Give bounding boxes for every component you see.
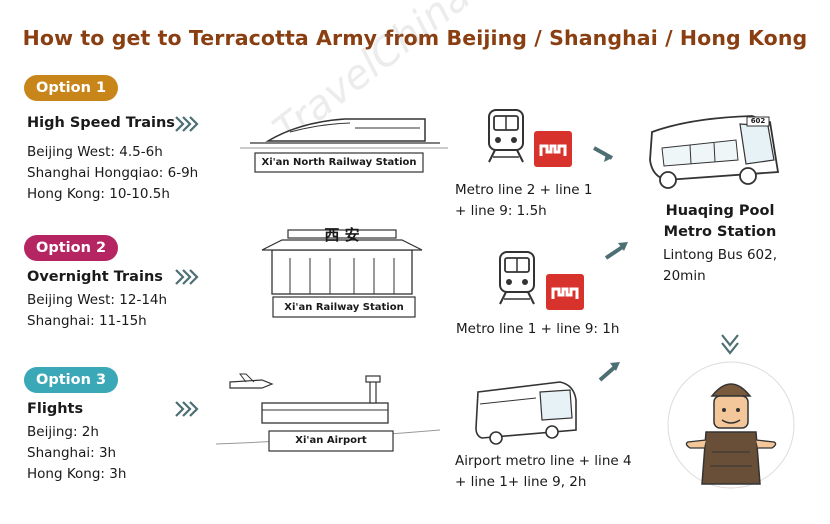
terracotta-warrior-icon	[667, 361, 795, 489]
option-2-line-1: Beijing West: 12-14h	[27, 292, 168, 308]
option-3-line-2: Shanghai: 3h	[27, 445, 117, 461]
option-2-badge: Option 2	[24, 235, 119, 261]
bus-number-sign: 602	[750, 117, 766, 125]
destination-bus-line-2: 20min	[663, 268, 706, 284]
high-speed-train-icon	[240, 118, 448, 149]
option-1-line-2: Shanghai Hongqiao: 6-9h	[27, 165, 199, 181]
destination-bus-line-1: Lintong Bus 602,	[663, 247, 777, 263]
transfer-option-2-line-1: Metro line 1 + line 9: 1h	[456, 321, 620, 337]
option-3-line-1: Beijing: 2h	[27, 424, 99, 440]
page-title: How to get to Terracotta Army from Beiji…	[22, 26, 808, 50]
railway-station-building-icon	[261, 229, 423, 295]
destination-name-line-2: Metro Station	[663, 224, 777, 240]
option-1-badge: Option 1	[24, 75, 119, 101]
arrow-down-icon	[721, 334, 739, 355]
option-3-badge: Option 3	[24, 367, 119, 393]
station-sign-frame	[254, 152, 424, 173]
metro-logo-icon	[532, 129, 574, 169]
arrow-right-icon	[174, 115, 199, 133]
option-3-heading: Flights	[27, 401, 84, 417]
city-bus-icon	[649, 115, 780, 189]
option-3-line-3: Hong Kong: 3h	[27, 466, 127, 482]
metro-train-icon	[499, 251, 535, 305]
transfer-option-1-line-1: Metro line 2 + line 1	[455, 182, 593, 198]
arrow-down-right-icon	[593, 142, 614, 162]
airport-bus-icon	[475, 381, 577, 445]
station-sign-frame	[268, 430, 394, 452]
transfer-option-3-line-1: Airport metro line + line 4	[455, 453, 632, 469]
station-sign-frame	[272, 296, 416, 318]
arrow-up-right-icon	[598, 362, 620, 382]
arrow-up-right-icon	[604, 242, 628, 260]
destination-name-line-1: Huaqing Pool	[665, 203, 775, 219]
option-1-line-1: Beijing West: 4.5-6h	[27, 144, 163, 160]
option-2-heading: Overnight Trains	[27, 269, 163, 285]
station-label-xian-north: Xi'an North Railway Station	[261, 157, 417, 168]
metro-train-icon	[488, 109, 524, 163]
option-1-line-3: Hong Kong: 10-10.5h	[27, 186, 170, 202]
station-label-xian-railway: Xi'an Railway Station	[284, 302, 404, 313]
transfer-option-1-line-2: + line 9: 1.5h	[455, 203, 547, 219]
transfer-option-3-line-2: + line 1+ line 9, 2h	[455, 474, 587, 490]
station-label-xian-airport: Xi'an Airport	[295, 435, 367, 446]
arrow-right-icon	[174, 400, 199, 418]
option-2-line-2: Shanghai: 11-15h	[27, 313, 147, 329]
metro-logo-icon	[544, 272, 586, 312]
station-building-sign: 西 安	[324, 226, 360, 244]
option-1-heading: High Speed Trains	[27, 115, 175, 131]
arrow-right-icon	[174, 268, 199, 286]
